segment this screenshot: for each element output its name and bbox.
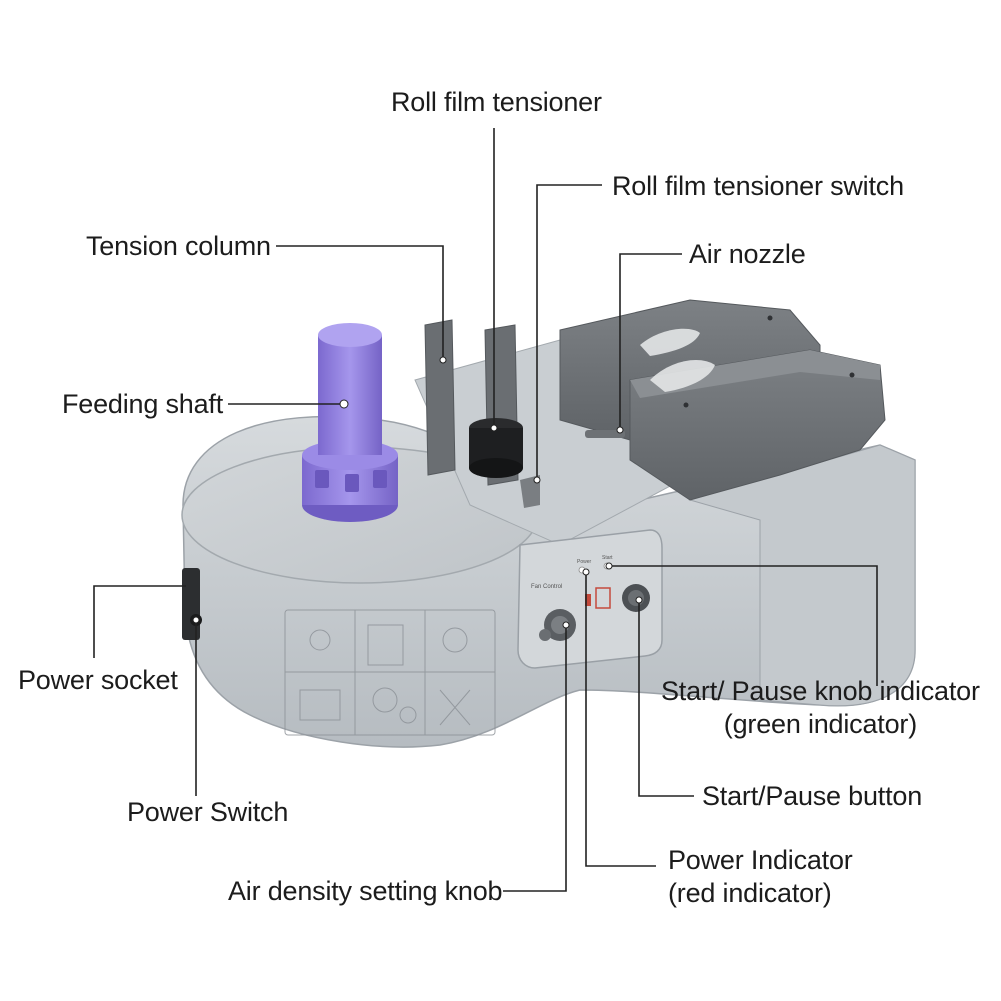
label-tension-column: Tension column [86,231,271,261]
leader-lines [93,128,878,892]
label-power-indicator: Power Indicator (red indicator) [668,844,853,910]
label-start-pause-knob-indicator-line2: (green indicator) [723,709,917,739]
leader-endpoints [192,356,643,629]
label-feeding-shaft: Feeding shaft [62,389,224,419]
label-start-pause-knob-indicator-line1: Start/ Pause knob indicator [661,676,980,706]
label-power-indicator-line1: Power Indicator [668,845,853,875]
fan-control-text: Fan Control [531,584,562,590]
label-start-pause-button: Start/Pause button [702,781,923,811]
label-air-density-setting-knob: Air density setting knob [228,876,503,906]
feeding-shaft [302,323,398,522]
air-nozzle-housing [559,299,886,501]
label-power-switch: Power Switch [127,797,289,827]
start-text: Start [602,555,613,561]
label-air-nozzle: Air nozzle [689,239,806,269]
label-roll-film-tensioner: Roll film tensioner [391,87,602,117]
power-text: Power [577,559,592,565]
label-power-socket: Power socket [18,665,178,695]
label-start-pause-knob-indicator: Start/ Pause knob indicator (green indic… [661,675,980,741]
label-power-indicator-line2: (red indicator) [668,878,832,908]
tension-columns [424,319,540,508]
label-roll-film-tensioner-switch: Roll film tensioner switch [612,171,904,201]
